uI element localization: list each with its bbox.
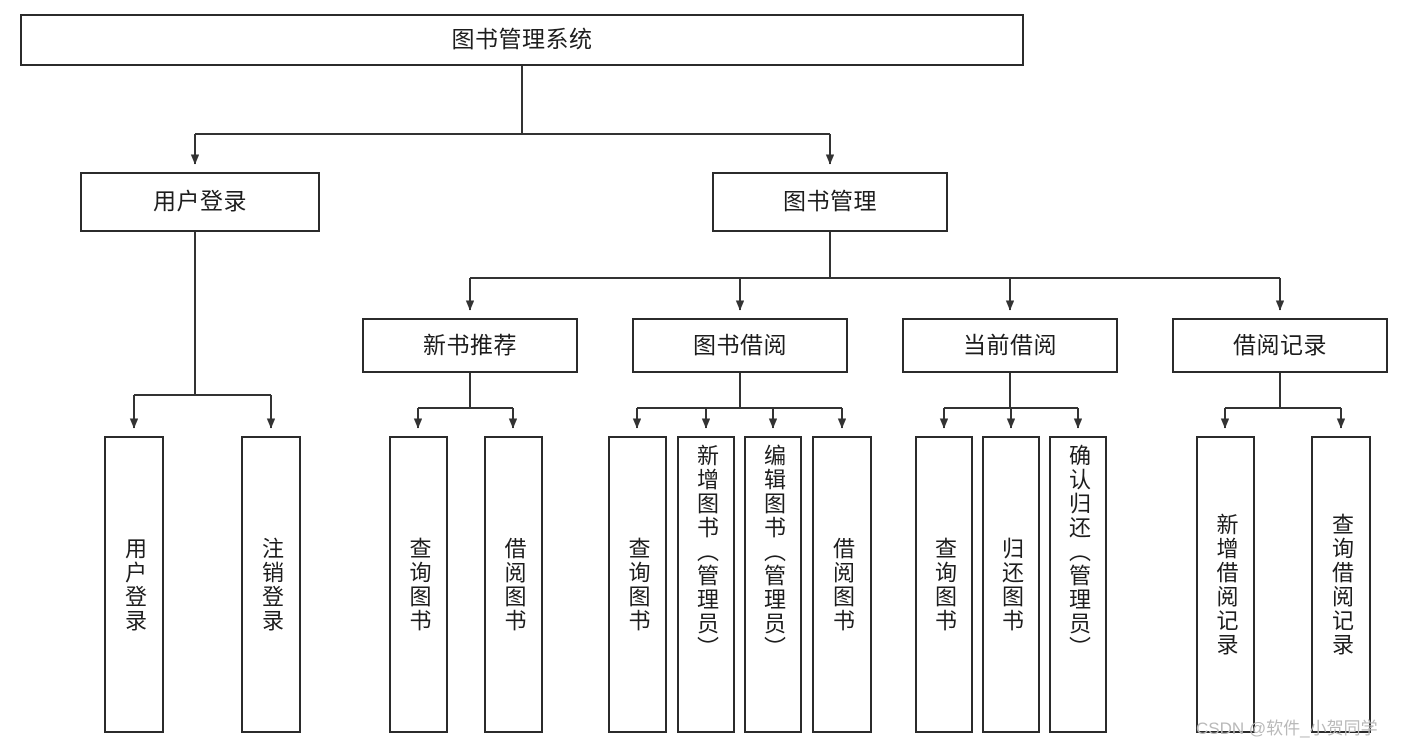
node-label: 归还图书: [999, 536, 1024, 633]
leaf-borrow-borrow-book[interactable]: 借阅图书: [812, 436, 872, 733]
watermark-text: CSDN @软件_小贺同学: [1196, 719, 1378, 738]
node-label: 注销登录: [259, 536, 284, 633]
node-label: 用户登录: [153, 188, 247, 215]
leaf-recommend-borrow-book[interactable]: 借阅图书: [484, 436, 543, 733]
leaf-user-login-signin[interactable]: 用户登录: [104, 436, 164, 733]
leaf-recommend-query-book[interactable]: 查询图书: [389, 436, 448, 733]
node-book-borrow[interactable]: 图书借阅: [632, 318, 848, 373]
leaf-borrow-add-book-admin[interactable]: 新增图书（管理员）: [677, 436, 735, 733]
node-user-login[interactable]: 用户登录: [80, 172, 320, 232]
node-label: 新书推荐: [423, 331, 517, 358]
node-borrow-record[interactable]: 借阅记录: [1172, 318, 1388, 373]
leaf-current-query-book[interactable]: 查询图书: [915, 436, 973, 733]
node-label: 用户登录: [122, 536, 147, 633]
node-label: 图书借阅: [693, 331, 787, 358]
node-label: 借阅记录: [1233, 331, 1327, 358]
leaf-borrow-query-book[interactable]: 查询图书: [608, 436, 667, 733]
node-label: 确认归还（管理员）: [1066, 444, 1091, 660]
node-new-book-recommend[interactable]: 新书推荐: [362, 318, 578, 373]
node-root-system[interactable]: 图书管理系统: [20, 14, 1024, 66]
node-current-borrow[interactable]: 当前借阅: [902, 318, 1118, 373]
leaf-record-add-record[interactable]: 新增借阅记录: [1196, 436, 1255, 733]
leaf-current-return-book[interactable]: 归还图书: [982, 436, 1040, 733]
node-label: 查询图书: [625, 536, 651, 633]
node-book-management[interactable]: 图书管理: [712, 172, 948, 232]
node-label: 新增图书（管理员）: [694, 444, 719, 660]
node-label: 借阅图书: [830, 536, 855, 633]
node-label: 查询图书: [406, 536, 432, 633]
node-label: 借阅图书: [501, 536, 527, 633]
node-label: 查询借阅记录: [1329, 512, 1354, 657]
node-label: 图书管理系统: [451, 26, 593, 53]
leaf-record-query-record[interactable]: 查询借阅记录: [1311, 436, 1371, 733]
leaf-user-login-signout[interactable]: 注销登录: [241, 436, 301, 733]
leaf-borrow-edit-book-admin[interactable]: 编辑图书（管理员）: [744, 436, 802, 733]
leaf-current-confirm-return-admin[interactable]: 确认归还（管理员）: [1049, 436, 1107, 733]
node-label: 图书管理: [783, 188, 877, 215]
node-label: 编辑图书（管理员）: [761, 444, 786, 660]
node-label: 新增借阅记录: [1213, 512, 1239, 657]
node-label: 查询图书: [932, 536, 957, 633]
node-label: 当前借阅: [963, 331, 1057, 358]
